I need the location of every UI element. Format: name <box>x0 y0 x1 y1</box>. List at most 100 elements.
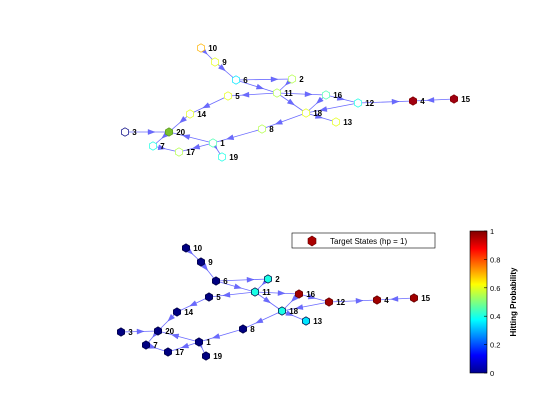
top-node-label: 19 <box>229 153 238 162</box>
top-edge <box>235 78 293 81</box>
bottom-node-label: 9 <box>208 258 213 267</box>
bottom-edge <box>281 301 330 312</box>
top-arrowhead <box>202 102 211 109</box>
top-node-1 <box>209 138 217 148</box>
bottom-edge <box>157 311 178 332</box>
colorbar: 00.20.40.60.81 Hitting Probability <box>469 227 518 378</box>
top-arrowhead <box>226 134 235 140</box>
top-node-label: 15 <box>461 95 470 104</box>
bottom-edge <box>281 310 307 322</box>
top-arrowhead <box>241 91 250 98</box>
top-node-label: 7 <box>160 142 165 151</box>
bottom-arrowhead <box>171 333 180 340</box>
top-arrowhead <box>316 96 324 104</box>
bottom-node-16 <box>295 289 303 299</box>
colorbar-tick-label: 0 <box>490 369 494 378</box>
bottom-node-14 <box>173 307 181 317</box>
top-node-8 <box>258 124 266 134</box>
top-arrowhead <box>426 97 435 103</box>
bottom-node-4 <box>373 295 381 305</box>
top-node-label: 18 <box>313 109 322 118</box>
bottom-edge <box>208 291 256 298</box>
colorbar-tick-label: 0.6 <box>490 284 500 293</box>
top-node-label: 16 <box>333 91 342 100</box>
top-node-label: 13 <box>343 118 352 127</box>
top-edge <box>357 100 414 104</box>
bottom-node-label: 18 <box>289 307 298 316</box>
top-node-2 <box>288 74 296 84</box>
top-node-label: 6 <box>243 76 248 85</box>
top-node-12 <box>354 98 362 108</box>
top-arrowhead <box>179 116 187 124</box>
top-arrowhead <box>391 98 400 105</box>
bottom-node-15 <box>410 293 418 303</box>
bottom-node-3 <box>117 327 125 337</box>
bottom-node-label: 3 <box>128 328 133 337</box>
top-arrowhead <box>270 76 279 83</box>
bottom-arrowhead <box>222 291 231 298</box>
top-node-7 <box>149 141 157 151</box>
bottom-arrowhead <box>136 328 145 335</box>
legend-box <box>291 232 436 249</box>
top-node-20 <box>165 127 173 137</box>
top-node-6 <box>232 75 240 85</box>
bottom-edge <box>198 328 244 343</box>
top-edge <box>305 102 359 114</box>
bottom-node-label: 8 <box>250 325 255 334</box>
bottom-node-label: 19 <box>213 352 222 361</box>
bottom-node-label: 1 <box>206 338 211 347</box>
bottom-node-17 <box>164 347 172 357</box>
top-node-label: 1 <box>220 139 225 148</box>
bottom-node-label: 13 <box>313 317 322 326</box>
bottom-edge <box>242 310 283 330</box>
bottom-node-1 <box>195 337 203 347</box>
top-arrowhead <box>255 83 265 90</box>
top-arrowhead <box>286 98 295 106</box>
bottom-node-label: 15 <box>421 294 430 303</box>
top-node-13 <box>332 117 340 127</box>
bottom-arrowhead <box>307 293 316 300</box>
top-arrowhead <box>192 143 201 150</box>
legend-label: Target States (hp = 1) <box>330 237 407 246</box>
top-edge <box>261 112 307 130</box>
bottom-node-8 <box>239 324 247 334</box>
top-node-11 <box>273 88 281 98</box>
bottom-edge <box>157 330 200 343</box>
bottom-node-7 <box>142 340 150 350</box>
bottom-node-label: 16 <box>306 290 315 299</box>
top-node-3 <box>121 127 129 137</box>
top-node-label: 17 <box>186 148 195 157</box>
bottom-node-label: 5 <box>216 293 221 302</box>
bottom-node-label: 10 <box>193 244 202 253</box>
bottom-node-13 <box>302 316 310 326</box>
top-node-17 <box>175 147 183 157</box>
bottom-arrowhead <box>212 333 221 339</box>
bottom-node-9 <box>197 257 205 267</box>
top-edge <box>305 94 327 114</box>
bottom-edge <box>254 291 300 295</box>
bottom-node-label: 2 <box>275 275 280 284</box>
top-arrowhead <box>314 113 324 119</box>
top-node-label: 5 <box>235 92 240 101</box>
top-node-14 <box>186 109 194 119</box>
colorbar-tick-label: 0.4 <box>490 312 500 321</box>
bottom-node-19 <box>202 351 210 361</box>
top-node-16 <box>322 90 330 100</box>
bottom-arrowhead <box>390 296 399 302</box>
bottom-node-5 <box>205 292 213 302</box>
bottom-arrowhead <box>255 317 264 324</box>
bottom-node-20 <box>154 326 162 336</box>
bottom-node-label: 12 <box>336 298 345 307</box>
bottom-node-label: 4 <box>384 296 389 305</box>
bottom-arrowhead <box>285 310 294 316</box>
top-arrowhead <box>218 64 226 72</box>
bottom-node-18 <box>278 306 286 316</box>
bottom-arrowhead <box>295 304 304 310</box>
top-node-10 <box>197 43 205 53</box>
bottom-node-6 <box>212 276 220 286</box>
bottom-arrowhead <box>355 298 364 304</box>
top-node-19 <box>218 152 226 162</box>
